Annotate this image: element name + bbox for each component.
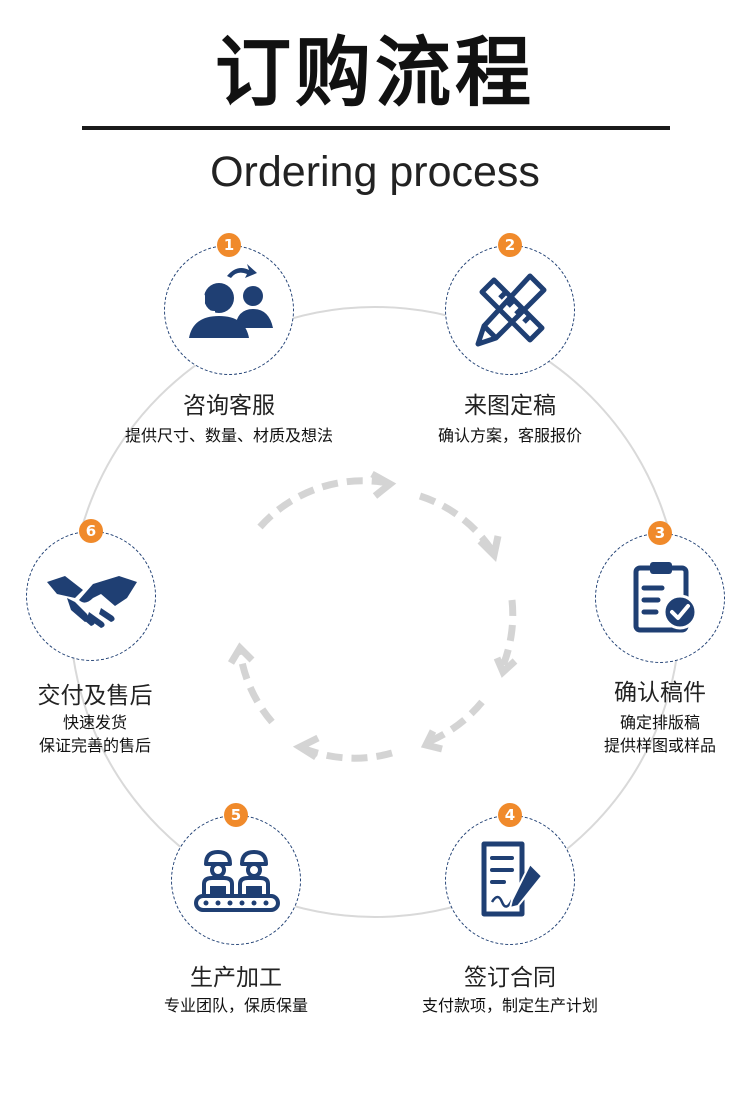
step-2-desc-line-1: 确认方案，客服报价 — [437, 426, 582, 445]
step-6-desc-line-1: 快速发货 — [62, 713, 127, 732]
step-6-number-badge: 6 — [79, 519, 103, 543]
customer-service-icon — [189, 264, 273, 338]
clipboard-check-icon — [633, 562, 698, 633]
step-2-icon-circle — [445, 245, 575, 375]
cycle-arrows-icon — [236, 477, 517, 762]
step-6-desc-line-2: 保证完善的售后 — [38, 736, 151, 755]
step-5-icon-circle — [171, 815, 301, 945]
step-3-number-badge: 3 — [648, 521, 672, 545]
page-title: 订购流程 — [215, 28, 535, 117]
step-5-desc-line-1: 专业团队，保质保量 — [163, 996, 308, 1015]
title-divider — [82, 126, 670, 130]
step-4-icon-circle — [445, 815, 575, 945]
step-4-number-badge: 4 — [498, 803, 522, 827]
step-4-desc-line-1: 支付款项，制定生产计划 — [421, 996, 598, 1015]
step-3-title: 确认稿件 — [614, 680, 706, 706]
step-3-icon-circle — [595, 533, 725, 663]
contract-sign-icon — [481, 841, 544, 917]
step-4-title: 签订合同 — [464, 965, 556, 991]
cycle-arrowheads — [227, 470, 518, 760]
page-subtitle: Ordering process — [210, 148, 540, 196]
step-3-desc-line-2: 提供样图或样品 — [603, 736, 716, 755]
step-6-icon-circle — [26, 531, 156, 661]
step-1-icon-circle — [164, 245, 294, 375]
ruler-pencil-icon — [475, 273, 547, 347]
step-1-title: 咨询客服 — [183, 393, 275, 419]
workers-conveyor-icon — [194, 850, 280, 912]
step-2-number-badge: 2 — [498, 233, 522, 257]
step-6-title: 交付及售后 — [37, 683, 153, 709]
step-1-number-badge: 1 — [217, 233, 241, 257]
step-1-desc-line-1: 提供尺寸、数量、材质及想法 — [124, 426, 333, 445]
step-5-number-badge: 5 — [224, 803, 248, 827]
step-3-desc-line-1: 确定排版稿 — [619, 713, 700, 732]
handshake-icon — [47, 576, 137, 628]
step-2-title: 来图定稿 — [464, 393, 556, 419]
step-5-title: 生产加工 — [190, 965, 282, 991]
